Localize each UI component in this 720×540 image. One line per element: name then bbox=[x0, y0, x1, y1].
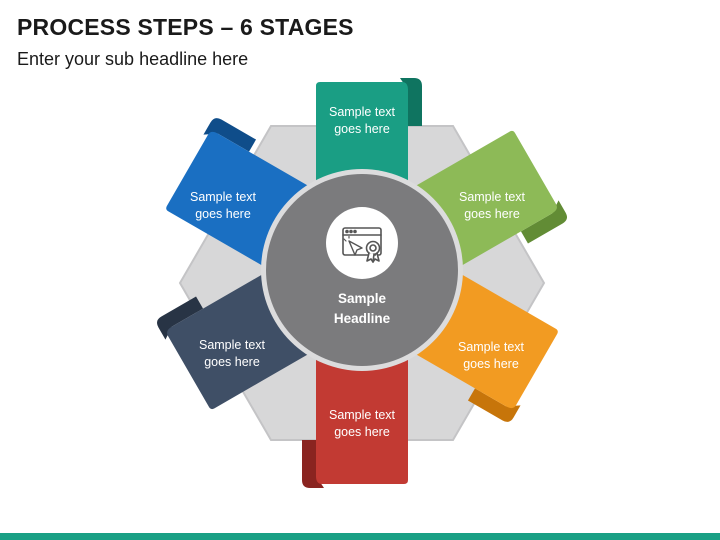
center-headline-line2: Headline bbox=[334, 311, 391, 326]
stage-label-line1: Sample text bbox=[459, 190, 526, 204]
center-icon-group bbox=[326, 207, 398, 279]
stage-label-line1: Sample text bbox=[190, 190, 257, 204]
stage-ribbon-fold bbox=[302, 440, 324, 488]
stage-top bbox=[316, 78, 422, 200]
stage-label-line2: goes here bbox=[195, 207, 251, 221]
stage-ribbon bbox=[316, 82, 408, 200]
stage-label-line2: goes here bbox=[463, 357, 519, 371]
stage-ribbon-fold bbox=[467, 388, 521, 422]
stage-bottom bbox=[302, 340, 408, 488]
stage-label-line1: Sample text bbox=[458, 340, 525, 354]
stage-label-line1: Sample text bbox=[199, 338, 266, 352]
stage-label-line2: goes here bbox=[334, 425, 390, 439]
web-certificate-icon bbox=[342, 227, 382, 263]
stage-ribbon-fold bbox=[203, 118, 257, 152]
stage-ribbon-fold bbox=[520, 200, 567, 244]
slide-title: PROCESS STEPS – 6 STAGES bbox=[17, 14, 354, 40]
stage-ribbon bbox=[316, 340, 408, 484]
icon-badge bbox=[326, 207, 398, 279]
stage-label-line1: Sample text bbox=[329, 105, 396, 119]
stage-label-line1: Sample text bbox=[329, 408, 396, 422]
stage-label-line2: goes here bbox=[464, 207, 520, 221]
slide-subtitle: Enter your sub headline here bbox=[17, 49, 249, 69]
stage-ribbon-fold bbox=[400, 78, 422, 126]
stage-ribbon-fold bbox=[157, 296, 204, 340]
bottom-accent-bar bbox=[0, 533, 720, 540]
stage-label-line2: goes here bbox=[334, 122, 390, 136]
stage-label-line2: goes here bbox=[204, 355, 260, 369]
center-headline-line1: Sample bbox=[338, 291, 387, 306]
